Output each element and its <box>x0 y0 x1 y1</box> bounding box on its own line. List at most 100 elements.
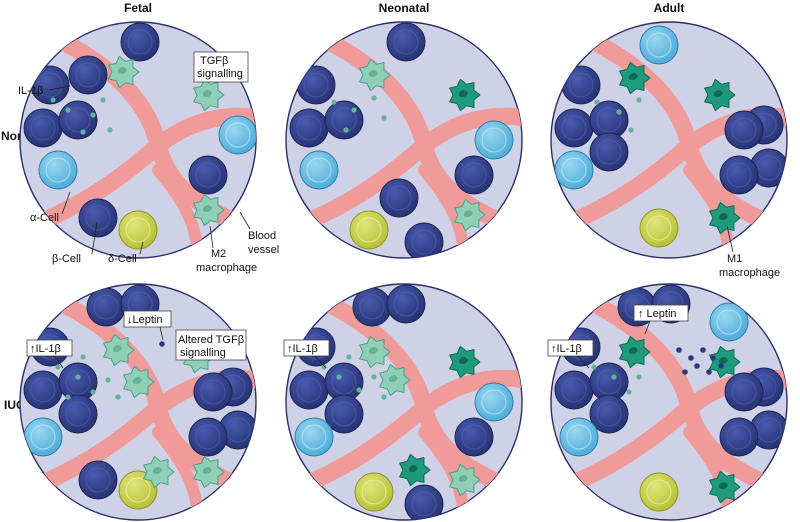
m2-macrophage <box>143 455 175 489</box>
blood-vessel <box>286 107 522 244</box>
beta-cell <box>120 22 160 62</box>
beta-cell <box>454 417 494 457</box>
delta-cell <box>118 210 158 250</box>
il1b-dot <box>331 99 337 105</box>
alpha-cell <box>299 150 339 190</box>
label-m2-line1: M2 <box>211 248 226 260</box>
il1b-dot <box>636 374 642 380</box>
annotations: IL-1β TGFβ signalling α-Cell β-Cell δ-Ce… <box>18 51 780 369</box>
il1b-dot <box>100 97 106 103</box>
label-blood-line2: vessel <box>248 244 279 256</box>
label-up-il1b-neonatal: ↑IL-1β <box>287 343 318 355</box>
islet-panel <box>550 21 788 259</box>
il1b-dot <box>371 374 377 380</box>
il1b-dot <box>50 97 56 103</box>
delta-cell <box>639 208 679 248</box>
beta-cell <box>724 372 764 412</box>
m2-macrophage <box>454 198 486 232</box>
m2-macrophage <box>359 335 391 369</box>
tgfb-signalling-box <box>193 51 249 83</box>
alpha-cell <box>474 120 514 160</box>
column-header-fetal: Fetal <box>124 1 152 15</box>
beta-cell <box>589 394 629 434</box>
il1b-dot <box>636 97 642 103</box>
beta-cell <box>23 370 63 410</box>
delta-cell <box>354 472 394 512</box>
alpha-cell <box>639 25 679 65</box>
m2-macrophage <box>103 333 135 367</box>
il1b-dot <box>55 364 61 370</box>
m2-macrophage <box>193 193 225 227</box>
leptin-dot <box>718 363 724 369</box>
m1-macrophage <box>399 453 431 487</box>
m1-macrophage <box>709 201 741 235</box>
beta-cell <box>404 484 444 520</box>
beta-cell <box>68 55 108 95</box>
m1-macrophage <box>449 78 481 112</box>
beta-cell <box>352 287 392 327</box>
leptin-dot <box>682 369 688 375</box>
alpha-cell <box>294 417 334 457</box>
alpha-cell <box>38 150 78 190</box>
beta-cell <box>554 108 594 148</box>
label-blood-line1: Blood <box>248 230 276 242</box>
alpha-cell <box>218 115 256 155</box>
il1b-dot <box>105 377 111 383</box>
beta-cell <box>289 370 329 410</box>
il1b-dot <box>381 115 387 121</box>
beta-cell <box>58 394 98 434</box>
islet-panel <box>285 21 523 259</box>
m1-macrophage <box>704 78 736 112</box>
m2-macrophage <box>123 365 155 399</box>
blood-vessel <box>20 107 256 244</box>
islet-panel <box>550 283 788 521</box>
label-tgfb-line2: signalling <box>197 68 243 80</box>
down-leptin-box <box>123 310 172 328</box>
il1b-dot <box>115 394 121 400</box>
leptin-dot <box>688 355 694 361</box>
altered-tgfb-box <box>175 329 247 361</box>
up-il1b-box-fetal <box>26 339 73 357</box>
il1b-dot <box>65 394 71 400</box>
m2-macrophage <box>359 58 391 92</box>
beta-cell <box>78 198 118 238</box>
up-leptin-box <box>633 304 689 322</box>
beta-cell <box>386 22 426 62</box>
beta-cell <box>23 108 63 148</box>
column-header-adult: Adult <box>654 1 685 15</box>
beta-cell <box>454 155 494 195</box>
islet-panel <box>285 283 523 521</box>
beta-cell <box>289 108 329 148</box>
il1b-dot <box>371 95 377 101</box>
il1b-dot <box>107 127 113 133</box>
il1b-dot <box>75 374 81 380</box>
delta-cell <box>118 470 158 510</box>
il1b-dot <box>80 354 86 360</box>
label-il1b: IL-1β <box>18 85 43 97</box>
il1b-dot <box>351 107 357 113</box>
beta-cell <box>404 222 444 258</box>
il1b-dot <box>381 394 387 400</box>
il1b-dot <box>336 374 342 380</box>
blood-vessel <box>286 369 522 506</box>
leptin-dot <box>700 347 706 353</box>
label-beta-cell: β-Cell <box>52 253 81 265</box>
beta-cell <box>386 284 426 324</box>
label-delta-cell: δ-Cell <box>108 253 137 265</box>
m1-macrophage <box>709 345 741 379</box>
beta-cell <box>78 460 118 500</box>
beta-cell <box>554 370 594 410</box>
label-altered-line2: signalling <box>180 347 226 359</box>
label-tgfb-line1: TGFβ <box>200 55 228 67</box>
label-m2-line2: macrophage <box>196 262 257 274</box>
beta-cell <box>86 287 126 327</box>
il1b-dot <box>80 129 86 135</box>
il1b-dot <box>90 389 96 395</box>
alpha-cell <box>474 382 514 422</box>
m2-macrophage <box>379 363 411 397</box>
il1b-dot <box>611 374 617 380</box>
il1b-dot <box>591 364 597 370</box>
beta-cell <box>724 110 764 150</box>
alpha-cell <box>554 150 594 190</box>
